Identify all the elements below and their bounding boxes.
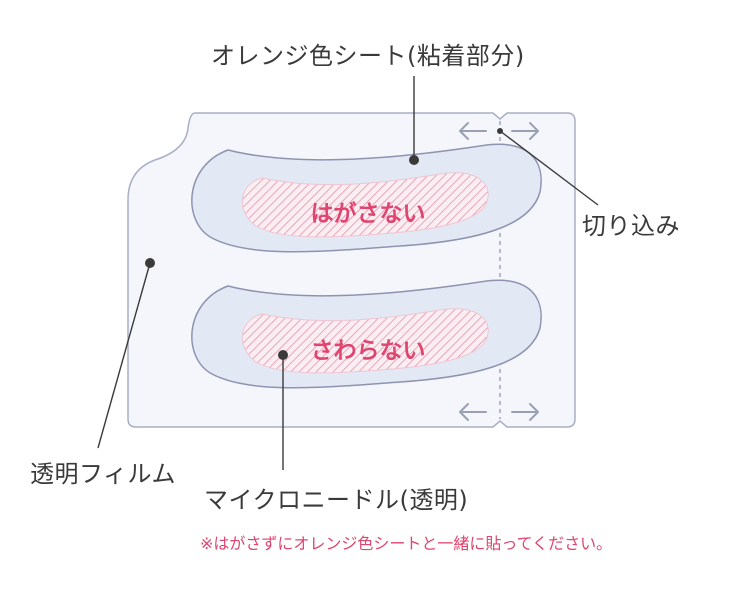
arrow-left-icon [459,403,487,421]
upper-patch-text: はがさない [311,200,426,227]
arrow-left-icon [459,122,487,140]
upper-microneedle-area [241,172,489,238]
arrow-right-icon [511,403,539,421]
leader-dot-icon [409,155,419,165]
label-notch: 切り込み [582,212,680,240]
lower-patch-text: さわらない [311,338,426,364]
leader-dot-icon [497,128,503,134]
label-microneedle: マイクロニードル(透明) [204,486,469,514]
label-orange-sheet: オレンジ色シート(粘着部分) [211,42,525,70]
usage-note: ※はがさずにオレンジ色シートと一緒に貼ってください。 [200,534,613,553]
leader-orange-sheet [409,76,419,165]
leader-film [97,258,155,449]
lower-microneedle-area [241,308,489,374]
leader-dot-icon [145,258,155,268]
label-film: 透明フィルム [30,460,177,488]
leader-microneedle [278,350,288,470]
arrow-right-icon [511,122,539,140]
leader-notch [497,128,599,206]
leader-dot-icon [278,350,288,360]
